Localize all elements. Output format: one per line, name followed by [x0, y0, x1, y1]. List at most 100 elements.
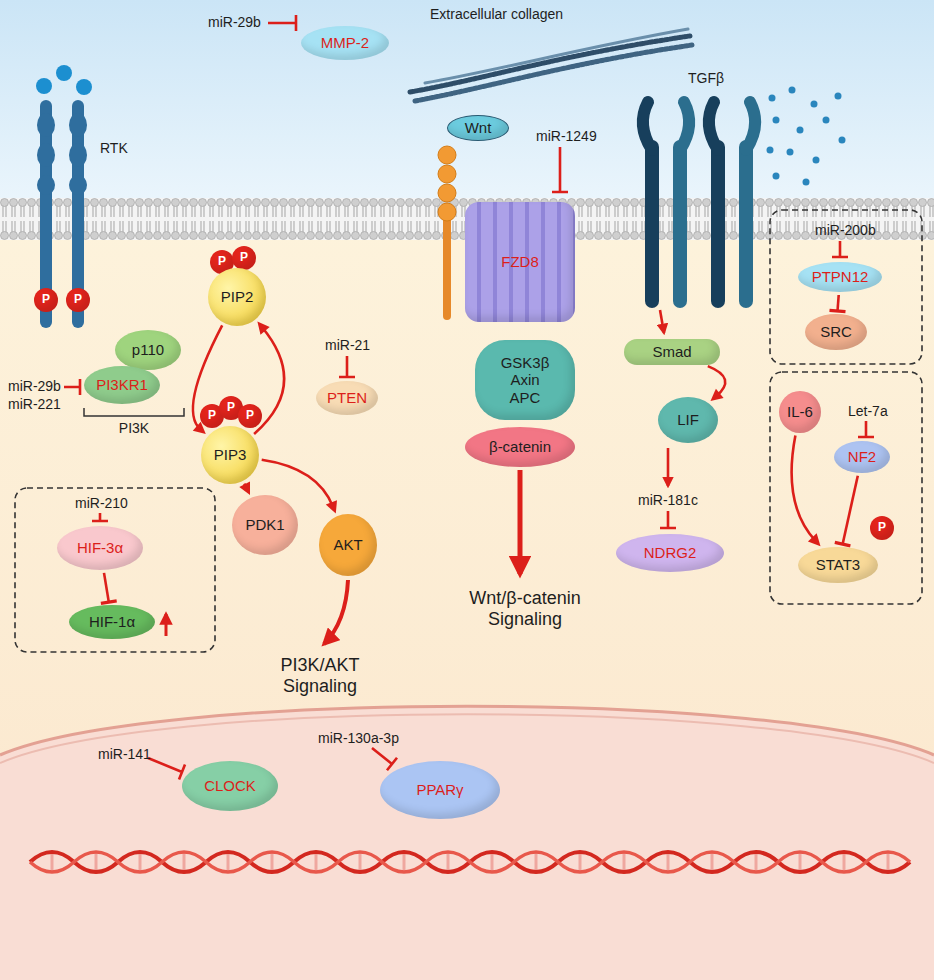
activation-line [660, 310, 664, 333]
node-text: Wnt [465, 119, 492, 136]
collagen-fibers [425, 29, 688, 83]
text-label: miR-29b [8, 378, 61, 394]
inhibition-line [552, 147, 568, 192]
nucleus [0, 706, 934, 980]
inhibition-bar [835, 542, 851, 546]
protein-blob: Smad [624, 339, 720, 365]
connector-line [838, 295, 839, 311]
node-text: P [878, 521, 886, 535]
node-text: Axin [510, 371, 539, 388]
tgfb-receptor [645, 140, 659, 308]
node-text: NDRG2 [644, 544, 697, 561]
tgfb-ligand-dots [835, 93, 842, 100]
rtk-receptor [69, 175, 87, 195]
inhibition-line [92, 513, 108, 521]
node-text: p110 [132, 341, 164, 358]
rtk-receptor [56, 65, 72, 81]
connector-line [843, 476, 858, 544]
node-text: P [240, 251, 248, 265]
extracellular-space [0, 0, 934, 200]
node-text: IL-6 [787, 403, 813, 420]
inhibition-connector [830, 295, 846, 312]
arrowhead [711, 389, 724, 401]
activation-line [324, 580, 348, 644]
text-label: miR-210 [75, 495, 128, 511]
phospho-circle: P [238, 404, 262, 428]
protein-complex: GSK3βAxinAPC [475, 340, 575, 420]
text-label: miR-21 [325, 337, 370, 353]
node-text: NF2 [848, 448, 876, 465]
lrp-coreceptor [438, 165, 456, 183]
tgfb-ligand-dots [797, 127, 804, 134]
rtk-receptor [37, 143, 55, 167]
pathway-label: PI3K/AKT Signaling [250, 655, 390, 696]
tgfb-receptor [643, 102, 755, 308]
phospho-circle: P [232, 246, 256, 270]
rtk-receptor [69, 113, 87, 137]
arrowhead [239, 482, 250, 495]
rtk-receptor [69, 143, 87, 167]
cytoplasm [0, 200, 934, 980]
inhibition-line [64, 15, 874, 779]
text-label: miR-141 [98, 746, 151, 762]
node-text: AKT [333, 536, 362, 553]
node-text: Smad [652, 343, 691, 360]
node-text: HIF-1α [89, 613, 135, 630]
tgfb-ligand-dots [787, 149, 794, 156]
dna-helix [30, 852, 910, 872]
rtk-receptor [37, 100, 87, 328]
node-text: LIF [677, 411, 699, 428]
activation-arrow [239, 482, 250, 495]
lrp-coreceptor [438, 146, 456, 320]
tgfb-ligand-dots [767, 147, 774, 154]
protein-blob: NDRG2 [616, 534, 724, 572]
tgfb-receptor [673, 140, 687, 308]
arrowhead [257, 322, 269, 335]
node-text: PIP3 [214, 446, 247, 463]
lrp-coreceptor [438, 184, 456, 202]
activation-line [667, 448, 670, 486]
protein-blob: MMP-2 [301, 26, 389, 60]
protein-blob: STAT3 [798, 547, 878, 583]
text-label: TGFβ [688, 70, 724, 86]
cytokine-circle: IL-6 [779, 391, 821, 433]
text-label: miR-200b [815, 222, 876, 238]
protein-blob: PPARγ [380, 761, 500, 819]
inhibition-bar [101, 601, 117, 604]
inhibition-line [372, 748, 397, 770]
dashed-group-box [15, 488, 215, 652]
node-text: β-catenin [489, 438, 551, 455]
node-text: FZD8 [501, 253, 539, 270]
protein-blob: LIF [658, 397, 718, 443]
node-text: PDK1 [245, 516, 284, 533]
tgfb-ligand-dots [773, 173, 780, 180]
connector-line [104, 573, 109, 602]
tgfb-ligand-dots [773, 117, 780, 124]
node-text: P [246, 409, 254, 423]
protein-blob: PTPN12 [798, 262, 882, 292]
inhibition-connector [101, 573, 117, 604]
inhibition-line [339, 356, 355, 377]
nucleus [0, 706, 934, 980]
node-text: PTEN [327, 389, 367, 406]
rtk-receptor [76, 79, 92, 95]
node-text: P [227, 401, 235, 415]
node-text: PTPN12 [812, 268, 869, 285]
text-label: miR-221 [8, 396, 61, 412]
tgfb-ligand-dots [811, 101, 818, 108]
tgfb-receptor [680, 102, 689, 150]
tgfb-receptor [739, 140, 753, 308]
tgfb-receptor [711, 140, 725, 308]
protein-blob: HIF-1α [69, 605, 155, 639]
tgfb-ligand-dots [823, 117, 830, 124]
inhibition-line [64, 379, 80, 395]
inhibition-line [832, 241, 848, 257]
activation-line [518, 470, 523, 574]
dna-helix [30, 852, 910, 872]
tgfb-receptor [746, 102, 755, 150]
collagen-fibers [410, 29, 692, 101]
node-text: STAT3 [816, 556, 860, 573]
node-text: MMP-2 [321, 34, 369, 51]
activation-line [166, 310, 668, 644]
nucleus [0, 714, 934, 763]
